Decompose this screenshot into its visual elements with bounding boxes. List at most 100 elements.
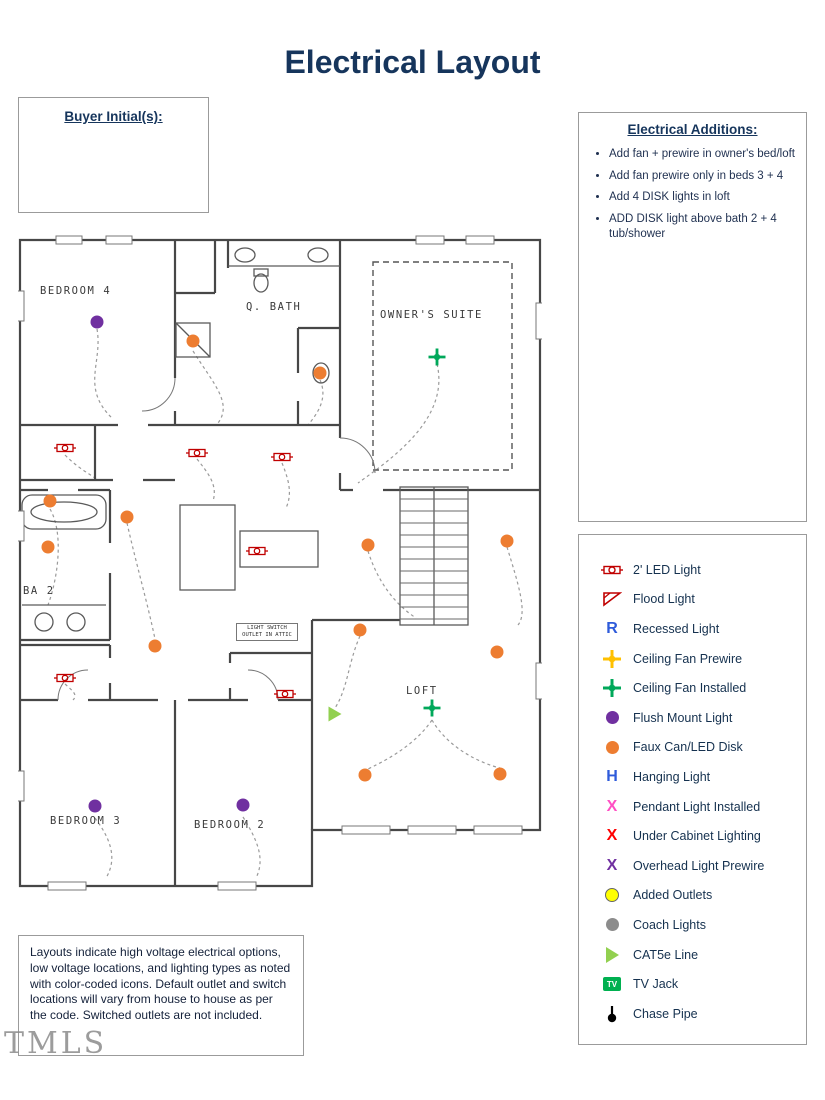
legend-item-led-light: 2' LED Light [599, 555, 806, 585]
legend-item-tv-jack: TV TV Jack [599, 969, 806, 999]
led-marker [54, 442, 76, 455]
hanging-light-icon: H [606, 767, 618, 785]
legend-label: Coach Lights [633, 917, 706, 932]
addition-item: Add fan + prewire in owner's bed/loft [609, 147, 800, 162]
stair-treads [400, 498, 468, 620]
legend-list: 2' LED Light Flood Light R Recessed Ligh… [579, 535, 806, 1029]
flush-mount-marker [236, 798, 250, 812]
room-label: OWNER'S SUITE [380, 309, 483, 321]
under-cabinet-lighting-icon: X [606, 827, 618, 845]
cat5e-line-icon [599, 946, 625, 963]
legend-item-hanging-light: H Hanging Light [599, 762, 806, 792]
room-label: LOFT [406, 685, 438, 697]
coach-lights-icon [599, 918, 625, 932]
room-label: BA 2 [23, 585, 55, 597]
tray-ceiling-outline [372, 261, 513, 471]
page-title: Electrical Layout [284, 44, 541, 80]
legend-item-ceiling-fan-prewire: Ceiling Fan Prewire [599, 644, 806, 674]
disk-marker [500, 534, 514, 548]
room-label: BEDROOM 3 [50, 815, 122, 827]
disk-marker [361, 538, 375, 552]
led-marker [246, 545, 268, 558]
legend-label: CAT5e Line [633, 947, 699, 962]
windows [18, 235, 542, 891]
disclaimer-text: Layouts indicate high voltage electrical… [30, 945, 291, 1023]
legend-item-chase-pipe: Chase Pipe [599, 999, 806, 1029]
disk-marker [313, 366, 327, 380]
fixtures [21, 247, 469, 632]
addition-item: ADD DISK light above bath 2 + 4 tub/show… [609, 212, 800, 241]
disk-marker [43, 494, 57, 508]
legend-item-coach-lights: Coach Lights [599, 910, 806, 940]
fan-installed-marker [423, 699, 441, 717]
legend-label: Under Cabinet Lighting [633, 829, 761, 844]
legend-label: Ceiling Fan Prewire [633, 651, 743, 666]
cat5e-marker [328, 706, 343, 723]
recessed-light-icon: R [606, 619, 618, 637]
watermark-text: TMLS [4, 1026, 108, 1061]
door-swings [57, 377, 376, 701]
room-label: BEDROOM 2 [194, 819, 266, 831]
ceiling-fan-prewire-icon [599, 649, 625, 668]
led-marker [186, 447, 208, 460]
electrical-additions-title: Electrical Additions: [627, 122, 758, 137]
electrical-additions-box: Electrical Additions: Add fan + prewire … [578, 112, 807, 522]
led-marker [274, 688, 296, 701]
pendant-light-icon: X [606, 797, 618, 815]
disk-marker [493, 767, 507, 781]
legend-item-added-outlets: Added Outlets [599, 881, 806, 911]
disk-marker [41, 540, 55, 554]
disk-marker [148, 639, 162, 653]
legend-item-under-cabinet-lighting: X Under Cabinet Lighting [599, 821, 806, 851]
disk-marker [490, 645, 504, 659]
chase-pipe-icon [599, 1005, 625, 1023]
legend-label: Hanging Light [633, 769, 711, 784]
flood-light-icon [599, 591, 625, 607]
flush-mount-marker [90, 315, 104, 329]
disk-marker [353, 623, 367, 637]
legend-item-overhead-light-prewire: X Overhead Light Prewire [599, 851, 806, 881]
electrical-additions-list: Add fan + prewire in owner's bed/loft Ad… [589, 147, 800, 242]
flush-mount-marker [88, 799, 102, 813]
legend-label: Pendant Light Installed [633, 799, 761, 814]
legend-label: Overhead Light Prewire [633, 858, 765, 873]
plan-note: LIGHT SWITCH OUTLET IN ATTIC [236, 623, 298, 641]
legend-item-pendant-light: X Pendant Light Installed [599, 792, 806, 822]
legend-label: Ceiling Fan Installed [633, 681, 747, 696]
overhead-light-prewire-icon: X [606, 856, 618, 874]
disk-marker [358, 768, 372, 782]
legend-label: TV Jack [633, 977, 679, 992]
buyer-initials-box[interactable]: Buyer Initial(s): [18, 97, 209, 213]
legend-item-flush-mount-light: Flush Mount Light [599, 703, 806, 733]
legend-label: Added Outlets [633, 888, 713, 903]
legend-item-recessed-light: R Recessed Light [599, 614, 806, 644]
led-marker [54, 672, 76, 685]
legend-label: Flush Mount Light [633, 710, 733, 725]
added-outlets-icon [599, 888, 625, 903]
legend-item-faux-can-led-disk: Faux Can/LED Disk [599, 733, 806, 763]
addition-item: Add 4 DISK lights in loft [609, 190, 800, 205]
legend-label: Recessed Light [633, 621, 720, 636]
legend-box: 2' LED Light Flood Light R Recessed Ligh… [578, 534, 807, 1045]
disk-marker [186, 334, 200, 348]
legend-label: Chase Pipe [633, 1006, 698, 1021]
legend-label: Faux Can/LED Disk [633, 740, 743, 755]
switch-leg-lines [47, 328, 523, 879]
faux-can-led-disk-icon [599, 740, 625, 754]
addition-item: Add fan prewire only in beds 3 + 4 [609, 169, 800, 184]
legend-item-ceiling-fan-installed: Ceiling Fan Installed [599, 673, 806, 703]
room-label: BEDROOM 4 [40, 285, 112, 297]
led-light-icon [599, 563, 625, 577]
legend-label: Flood Light [633, 592, 695, 607]
buyer-initials-label: Buyer Initial(s): [64, 109, 163, 124]
floor-plan: BEDROOM 4 Q. BATH OWNER'S SUITE BA 2 LOFT BED… [18, 233, 542, 893]
ceiling-fan-installed-icon [599, 679, 625, 698]
flush-mount-light-icon [599, 711, 625, 725]
legend-item-flood-light: Flood Light [599, 585, 806, 615]
disk-marker [120, 510, 134, 524]
fan-installed-marker [428, 348, 446, 366]
disclaimer-box: Layouts indicate high voltage electrical… [18, 935, 304, 1056]
room-label: Q. BATH [246, 301, 302, 313]
legend-item-cat5e-line: CAT5e Line [599, 940, 806, 970]
